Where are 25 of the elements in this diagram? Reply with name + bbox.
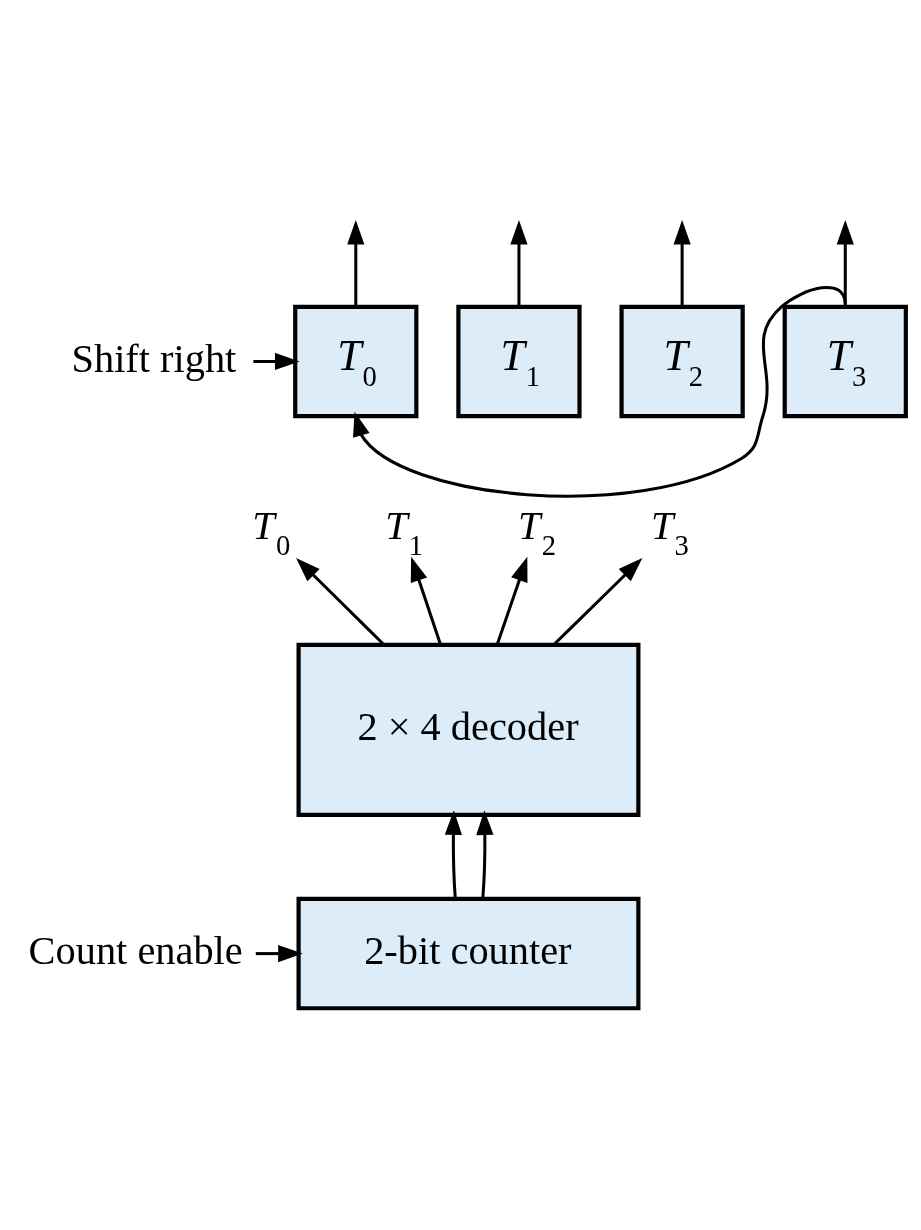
arrow <box>476 809 494 899</box>
arrow <box>410 556 442 645</box>
arrow <box>444 809 462 899</box>
arrow <box>673 219 691 306</box>
arrow <box>347 219 365 306</box>
node-box: T$_{1}$ <box>456 304 582 418</box>
arrow <box>510 219 528 306</box>
arrow <box>296 557 385 646</box>
arrow <box>836 219 854 306</box>
arrow <box>495 556 528 645</box>
arrow <box>552 557 643 646</box>
node-box: T$_{0}$ <box>293 304 419 418</box>
node-text: T$_{2}$ <box>518 502 556 561</box>
node-text: Count enable <box>28 927 243 973</box>
arrow <box>353 285 847 498</box>
node-box: T$_{3}$ <box>782 304 908 418</box>
arrow <box>253 352 300 370</box>
node-text: T$_{1}$ <box>385 502 424 561</box>
arrow <box>255 944 303 962</box>
node-box: 2 × 4 decoder <box>296 642 641 817</box>
node-text: T$_{0}$ <box>252 502 291 561</box>
node-box: 2-bit counter <box>296 896 641 1010</box>
node-text: T$_{3}$ <box>651 502 689 561</box>
node-box: T$_{2}$ <box>619 304 745 418</box>
node-text: Shift right <box>71 335 237 381</box>
